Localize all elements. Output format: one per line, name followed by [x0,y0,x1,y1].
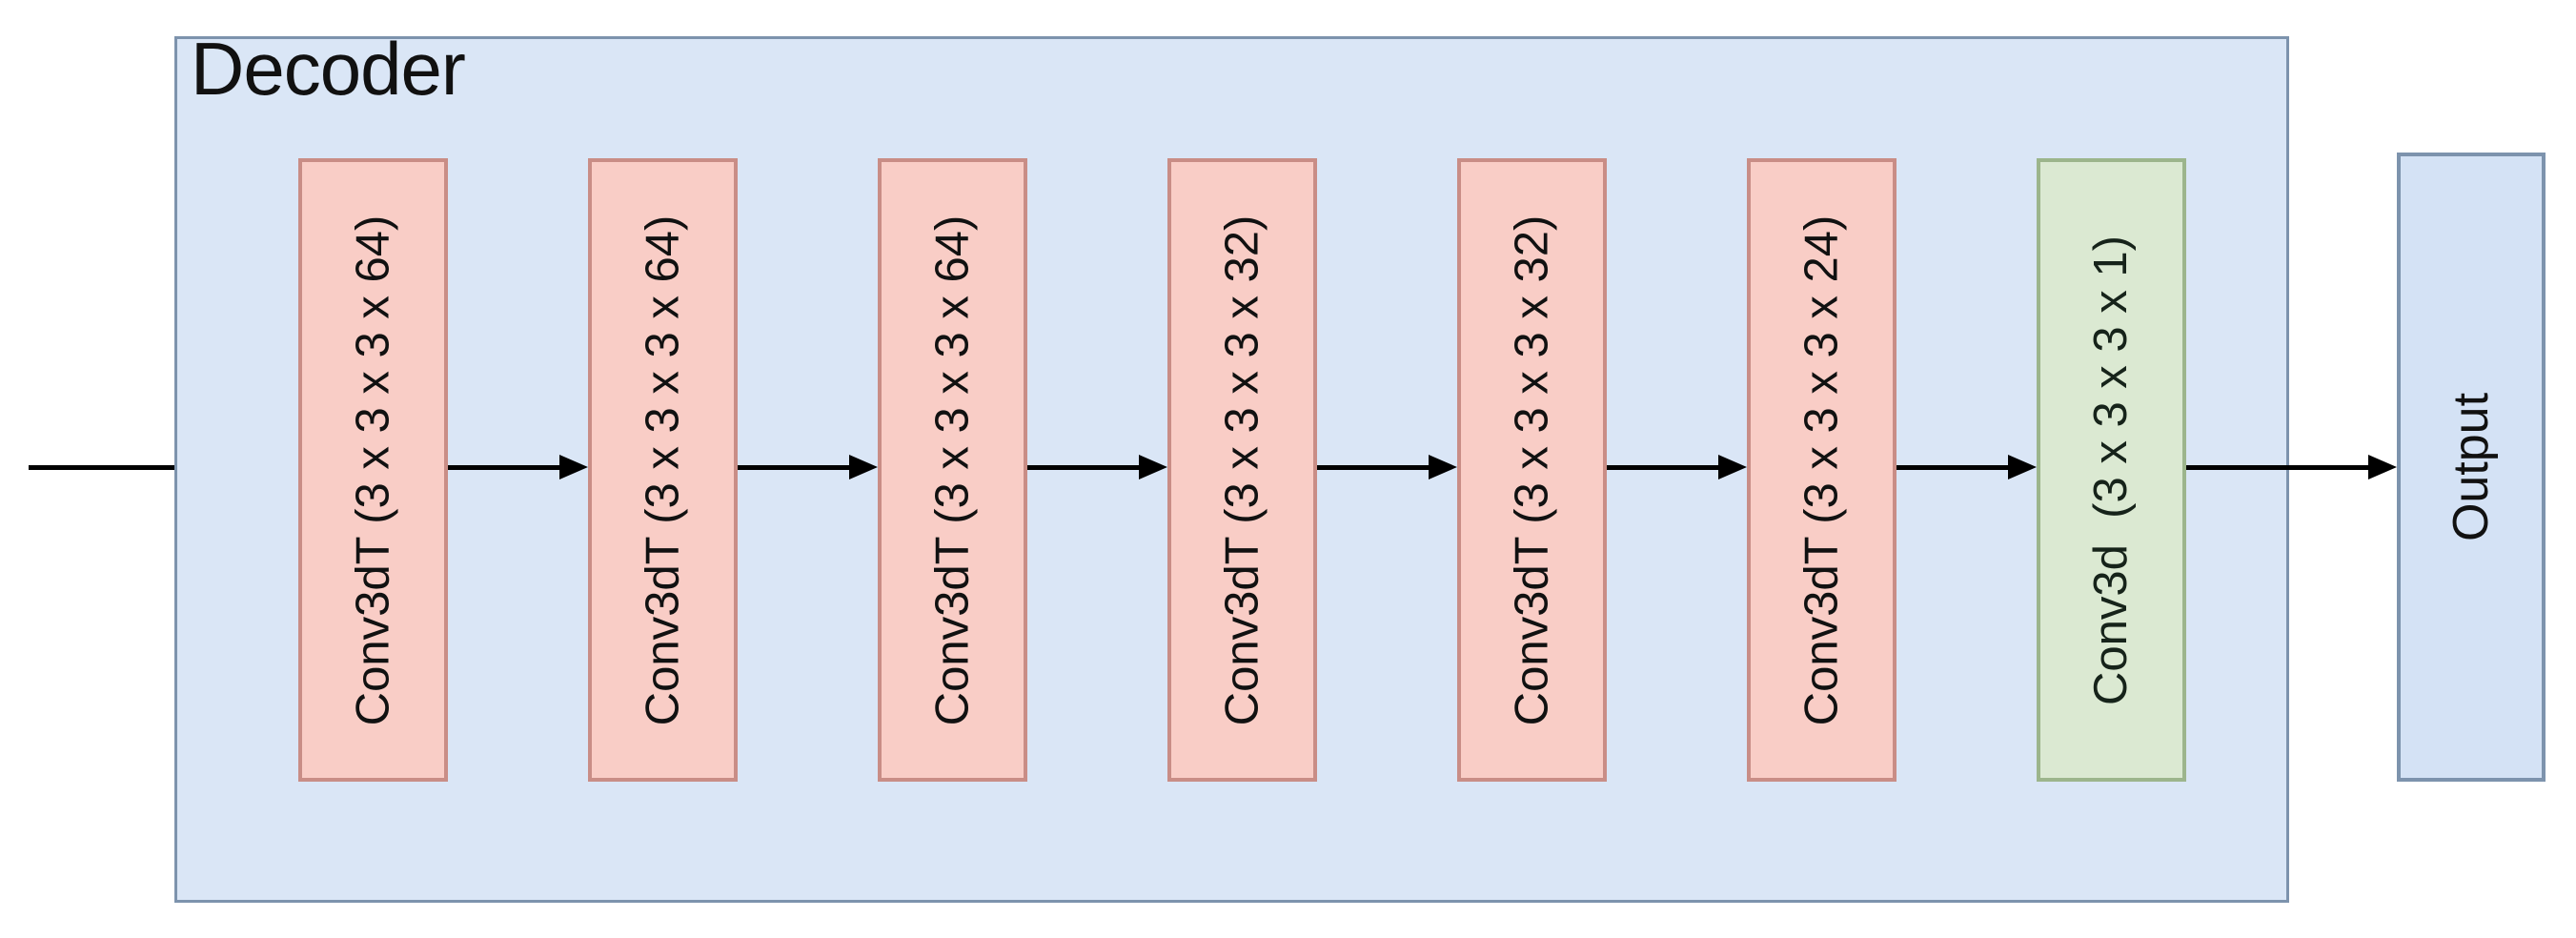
layer-block-2[interactable]: Conv3dT (3 x 3 x 3 x 64) [588,158,738,782]
layer-block-1[interactable]: Conv3dT (3 x 3 x 3 x 64) [298,158,448,782]
layer-block-7[interactable]: Conv3d (3 x 3 x 3 x 1) [2037,158,2186,782]
layer-block-5[interactable]: Conv3dT (3 x 3 x 3 x 32) [1457,158,1607,782]
layer-label-3: Conv3dT (3 x 3 x 3 x 64) [926,214,979,725]
output-label: Output [2444,392,2500,542]
layer-label-1: Conv3dT (3 x 3 x 3 x 64) [347,214,399,725]
layer-block-3[interactable]: Conv3dT (3 x 3 x 3 x 64) [878,158,1027,782]
layer-label-4: Conv3dT (3 x 3 x 3 x 32) [1216,214,1268,725]
decoder-title: Decoder [191,27,466,111]
layer-label-2: Conv3dT (3 x 3 x 3 x 64) [637,214,689,725]
layer-block-6[interactable]: Conv3dT (3 x 3 x 3 x 24) [1747,158,1897,782]
layer-label-7: Conv3d (3 x 3 x 3 x 1) [2085,234,2138,705]
output-block[interactable]: Output [2397,153,2546,782]
arrow-head [2368,455,2397,479]
layer-block-4[interactable]: Conv3dT (3 x 3 x 3 x 32) [1167,158,1317,782]
layer-label-6: Conv3dT (3 x 3 x 3 x 24) [1795,214,1848,725]
layer-label-5: Conv3dT (3 x 3 x 3 x 32) [1506,214,1558,725]
